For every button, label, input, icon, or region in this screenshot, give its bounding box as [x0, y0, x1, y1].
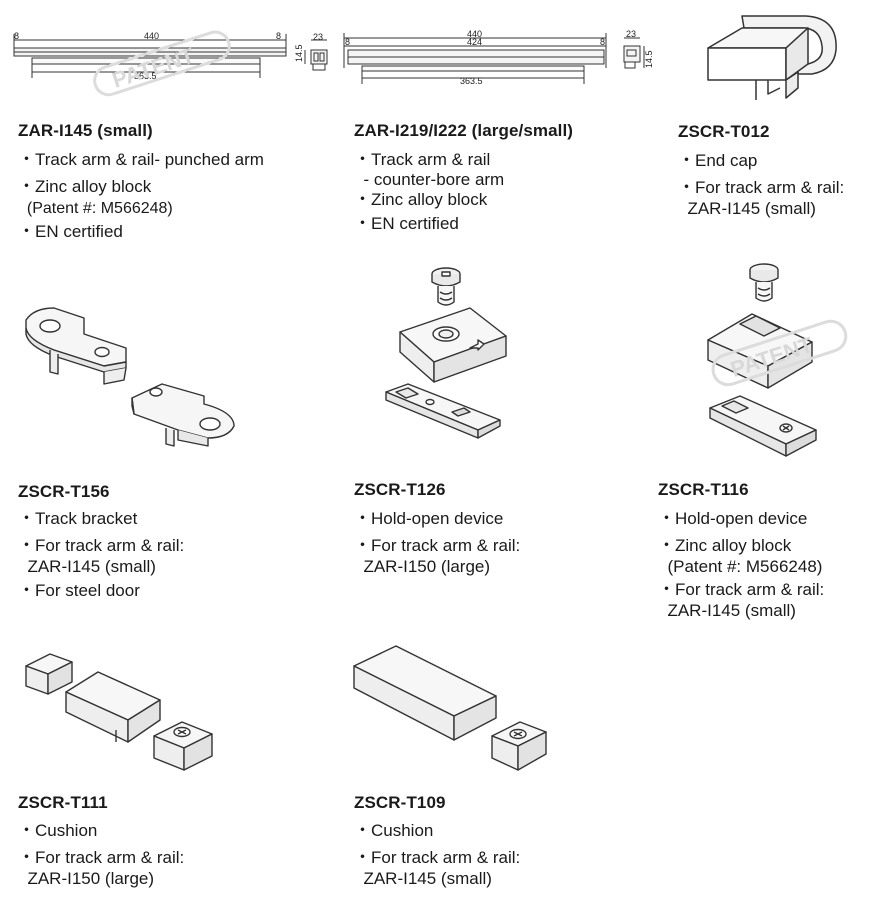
dim-end-left: 8 — [14, 31, 19, 41]
dim-side-height: 14.5 — [294, 44, 304, 62]
product-details-zscr-t126: ・Hold-open device ・For track arm & rail:… — [354, 508, 520, 578]
product-code-zscr-t111: ZSCR-T111 — [18, 793, 108, 812]
product-code-zscr-t126: ZSCR-T126 — [354, 480, 446, 499]
dim-side-width: 23 — [626, 29, 636, 39]
detail-line: ・Hold-open device — [354, 509, 504, 528]
detail-line: ZAR-I145 (small) — [354, 869, 492, 888]
dim-end-left: 8 — [345, 37, 350, 47]
detail-line: ・EN certified — [354, 214, 459, 233]
dim-inner: 363.5 — [134, 71, 157, 81]
detail-line: ・Zinc alloy block — [354, 190, 488, 209]
detail-line: ZAR-I150 (large) — [354, 557, 491, 576]
detail-line: ・Track bracket — [18, 509, 138, 528]
track-bracket-drawing — [14, 300, 254, 460]
product-details-zscr-t012: ・End cap ・For track arm & rail: ZAR-I145… — [678, 150, 844, 220]
detail-line: ・Track arm & rail- punched arm — [18, 150, 264, 169]
product-code-zar-i219: ZAR-I219/I222 (large/small) — [354, 121, 574, 140]
detail-line: ・EN certified — [18, 222, 123, 241]
product-details-zar-i145: ・Track arm & rail- punched arm ・Zinc all… — [18, 149, 264, 243]
detail-line: ・Cushion — [354, 821, 434, 840]
detail-line: ・For track arm & rail: — [18, 848, 185, 867]
detail-line: ・Zinc alloy block — [658, 536, 792, 555]
detail-line: - counter-bore arm — [354, 170, 505, 189]
detail-line: ・For track arm & rail: — [658, 580, 825, 599]
patent-stamp: PATENT — [93, 30, 231, 97]
detail-line: (Patent #: M566248) — [18, 200, 173, 217]
dim-mid: 424 — [467, 37, 482, 47]
detail-line: ・For track arm & rail: — [678, 178, 845, 197]
track-arm-rail-i145-drawing: 8 440 8 363.5 23 14.5 PATENT — [10, 28, 340, 98]
dim-end-right: 8 — [600, 37, 605, 47]
detail-line: ZAR-I145 (small) — [678, 199, 816, 218]
detail-line: ZAR-I150 (large) — [18, 869, 155, 888]
hold-open-device-t116-drawing: PATENT — [700, 258, 860, 468]
dim-inner: 363.5 — [460, 76, 483, 86]
track-arm-rail-i219-drawing: 440 424 8 8 363.5 23 14.5 — [338, 28, 663, 98]
dim-side-height: 14.5 — [644, 50, 654, 68]
dim-side-width: 23 — [313, 32, 323, 42]
product-details-zscr-t116: ・Hold-open device ・Zinc alloy block (Pat… — [658, 508, 824, 622]
detail-line: ZAR-I145 (small) — [658, 601, 796, 620]
product-details-zscr-t109: ・Cushion ・For track arm & rail: ZAR-I145… — [354, 820, 520, 890]
product-code-zscr-t156: ZSCR-T156 — [18, 482, 110, 501]
detail-line: ・For steel door — [18, 581, 140, 600]
product-code-zscr-t116: ZSCR-T116 — [658, 480, 749, 499]
dim-overall: 440 — [144, 31, 159, 41]
detail-line: ・Cushion — [18, 821, 98, 840]
dim-end-right: 8 — [276, 31, 281, 41]
cushion-t111-drawing — [20, 646, 220, 776]
detail-line: ・Zinc alloy block — [18, 177, 152, 196]
end-cap-drawing — [700, 8, 850, 108]
detail-line: ・End cap — [678, 151, 758, 170]
product-details-zscr-t156: ・Track bracket ・For track arm & rail: ZA… — [18, 508, 184, 602]
product-code-zscr-t109: ZSCR-T109 — [354, 793, 446, 812]
detail-line: ・For track arm & rail: — [354, 536, 521, 555]
product-details-zscr-t111: ・Cushion ・For track arm & rail: ZAR-I150… — [18, 820, 184, 890]
detail-line: ZAR-I145 (small) — [18, 557, 156, 576]
detail-line: ・For track arm & rail: — [354, 848, 521, 867]
cushion-t109-drawing — [350, 640, 550, 778]
detail-line: (Patent #: M566248) — [658, 557, 823, 576]
detail-line: ・Hold-open device — [658, 509, 808, 528]
detail-line: ・Track arm & rail — [354, 150, 491, 169]
hold-open-device-t126-drawing — [378, 262, 518, 442]
product-details-zar-i219: ・Track arm & rail - counter-bore arm ・Zi… — [354, 149, 504, 235]
detail-line: ・For track arm & rail: — [18, 536, 185, 555]
dim-overall: 440 — [467, 29, 482, 39]
product-code-zscr-t012: ZSCR-T012 — [678, 122, 770, 141]
product-code-zar-i145: ZAR-I145 (small) — [18, 121, 153, 140]
